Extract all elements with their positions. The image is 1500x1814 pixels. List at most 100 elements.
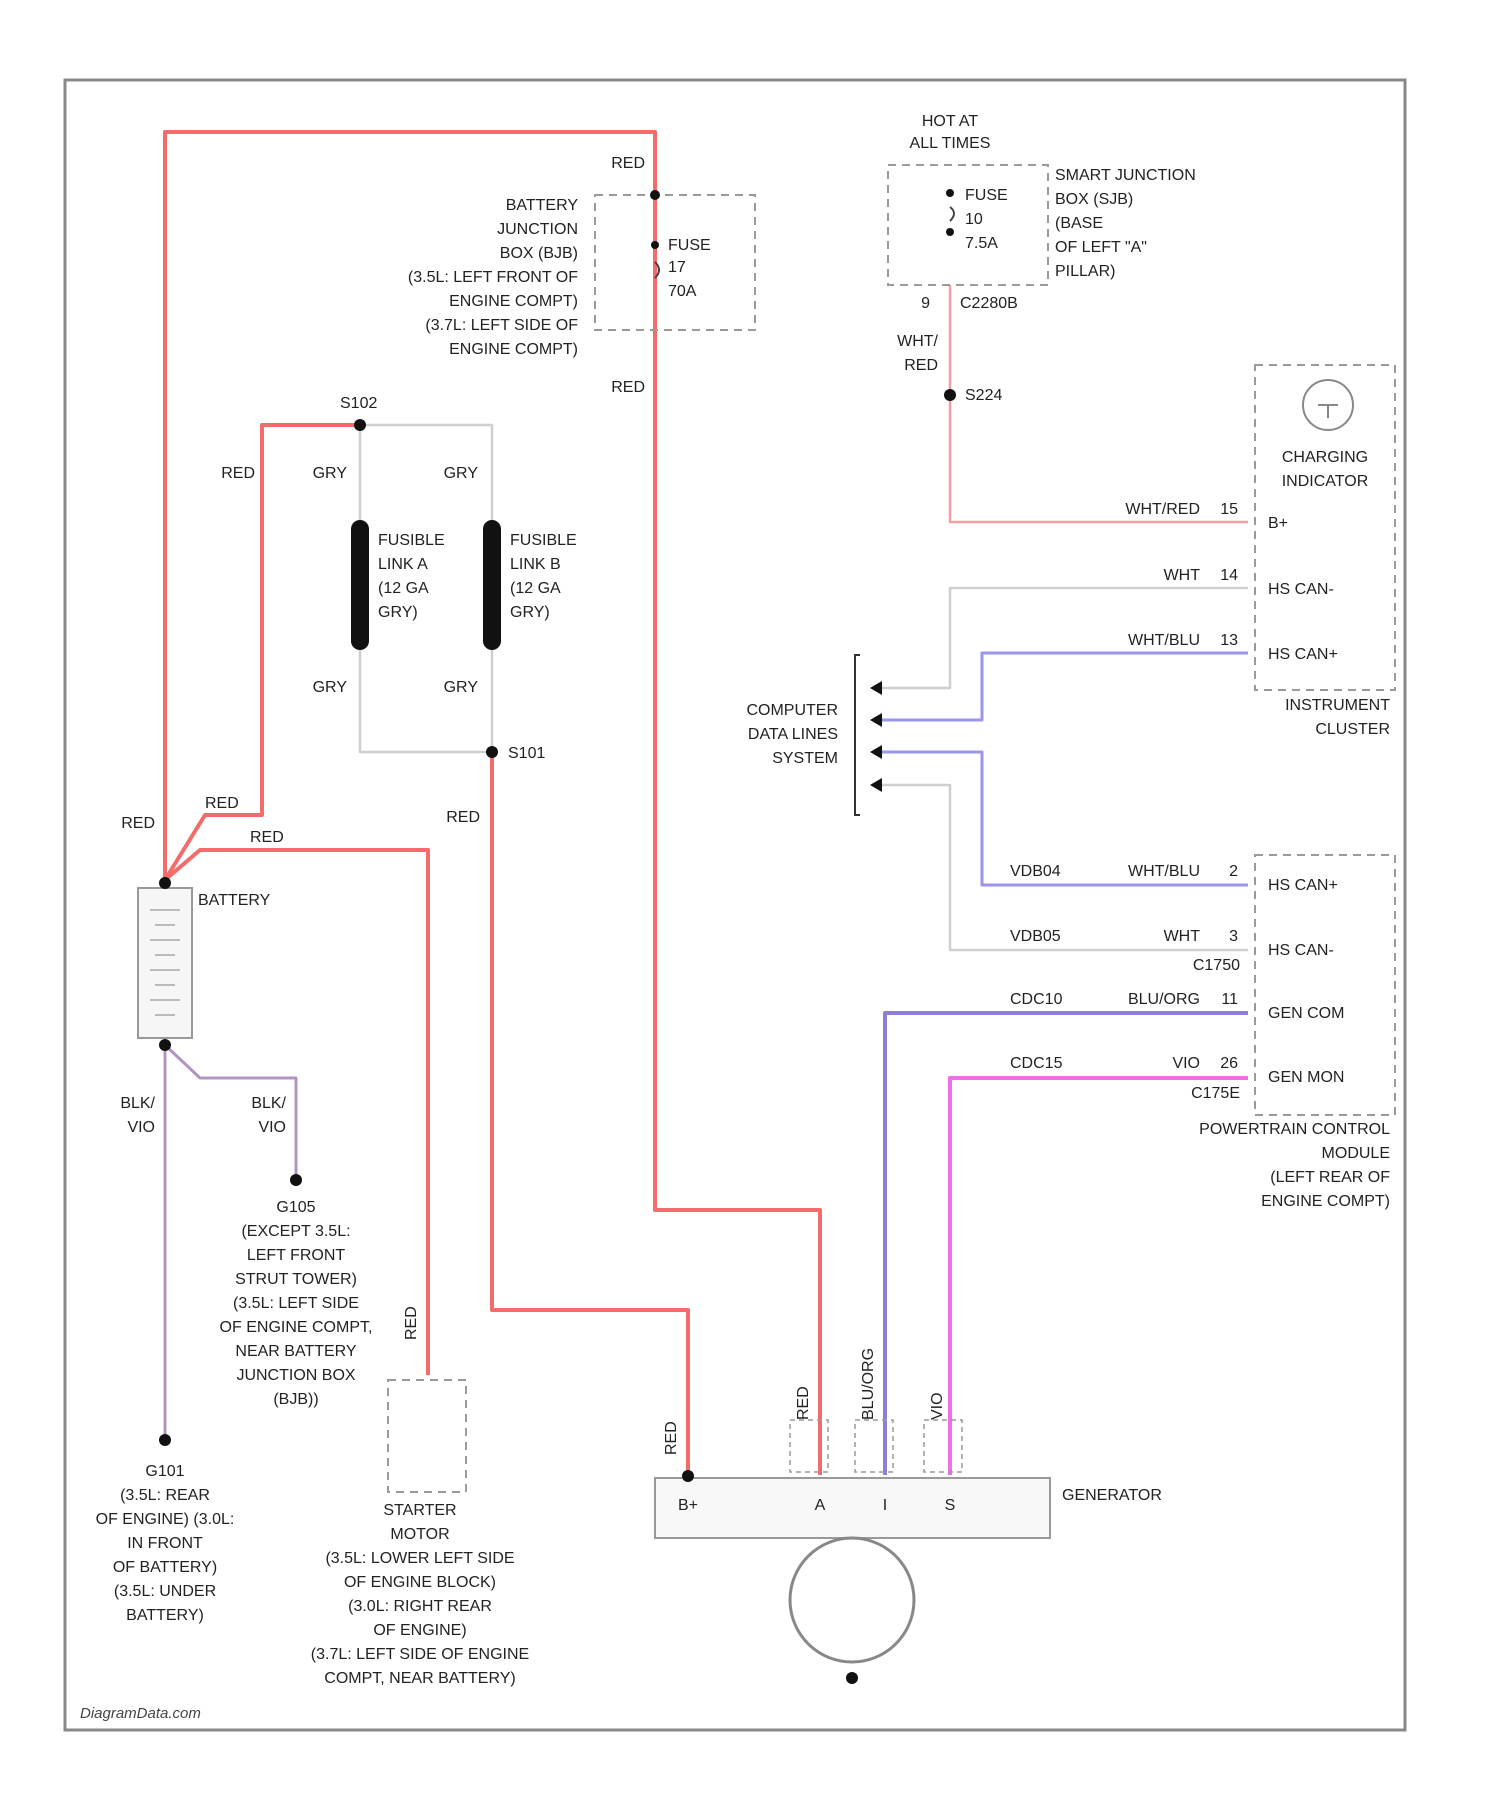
bjb-label-line-5: ENGINE COMPT) (449, 293, 578, 310)
fuse-10-label-3: 7.5A (965, 235, 998, 252)
pcm-pin4-name: GEN MON (1268, 1069, 1344, 1086)
wire-red-s102 (165, 425, 360, 880)
fusible-link-a-icon (351, 520, 369, 650)
wire-gry-label-a-top: GRY (313, 465, 348, 482)
pcm-pin1-num: 2 (1229, 863, 1238, 880)
sjb-label-line-4: OF LEFT "A" (1055, 239, 1147, 256)
cluster-pin3-num: 13 (1220, 632, 1238, 649)
pcm-pin4-num: 26 (1220, 1055, 1238, 1072)
fuse-10-label-1: FUSE (965, 187, 1008, 204)
wire-red-batt-label-2: RED (205, 795, 239, 812)
pcm-pin2-name: HS CAN- (1268, 942, 1334, 959)
charging-indicator-label-2: INDICATOR (1282, 473, 1369, 490)
pcm-label-3: (LEFT REAR OF (1270, 1169, 1390, 1186)
splice-s102-label: S102 (340, 395, 377, 412)
pcm-pin2-circuit: VDB05 (1010, 928, 1061, 945)
sjb-label-line-2: BOX (SJB) (1055, 191, 1133, 208)
gen-terminal-s: S (945, 1497, 956, 1514)
generator-connector-i (855, 1420, 893, 1472)
g101-label-5: OF BATTERY) (113, 1559, 217, 1576)
splice-s101-label: S101 (508, 745, 545, 762)
computer-data-lines-bracket (855, 655, 860, 815)
starter-label-2: MOTOR (390, 1526, 449, 1543)
battery-positive-terminal (159, 877, 171, 889)
g101-label-7: BATTERY) (126, 1607, 204, 1624)
generator-connector-s (924, 1420, 962, 1472)
wire-gry-label-b-top: GRY (444, 465, 479, 482)
pcm-pin4-wire: VIO (1172, 1055, 1200, 1072)
g101-label-1: G101 (145, 1463, 184, 1480)
starter-label-4: OF ENGINE BLOCK) (344, 1574, 496, 1591)
bjb-label-line-1: BATTERY (506, 197, 579, 214)
bjb-label-line-2: JUNCTION (497, 221, 578, 238)
ground-g105-dot (290, 1174, 302, 1186)
pcm-pin1-name: HS CAN+ (1268, 877, 1338, 894)
fusible-link-a-label-1: FUSIBLE (378, 532, 445, 549)
wire-red-batt-label-3: RED (250, 829, 284, 846)
hot-at-all-times-line-2: ALL TIMES (910, 135, 991, 152)
ground-g101-dot (159, 1434, 171, 1446)
fuse-10-terminal-top (946, 189, 954, 197)
generator-ground-dot (846, 1672, 858, 1684)
wire-blkvio-g105 (165, 1045, 296, 1180)
pcm-pin3-wire: BLU/ORG (1128, 991, 1200, 1008)
computer-data-lines-label-3: SYSTEM (772, 750, 838, 767)
g101-label-6: (3.5L: UNDER (114, 1583, 216, 1600)
generator-connector-block (655, 1478, 1050, 1538)
charging-indicator-label-1: CHARGING (1282, 449, 1368, 466)
g101-label-4: IN FRONT (127, 1535, 203, 1552)
sjb-label-line-1: SMART JUNCTION (1055, 167, 1196, 184)
cluster-pin1-wire: WHT/RED (1125, 501, 1200, 518)
wire-red-s102-label: RED (221, 465, 255, 482)
fuse-17-label-2: 17 (668, 259, 686, 276)
instrument-cluster-label-1: INSTRUMENT (1285, 697, 1390, 714)
fusible-link-a-label-2: LINK A (378, 556, 428, 573)
pcm-pin2-num: 3 (1229, 928, 1238, 945)
wire-gry-label-b-bottom: GRY (444, 679, 479, 696)
bjb-label-line-3: BOX (BJB) (500, 245, 578, 262)
computer-data-lines-label-2: DATA LINES (748, 726, 838, 743)
cluster-pin2-wire: WHT (1164, 567, 1201, 584)
computer-data-lines-label-1: COMPUTER (746, 702, 838, 719)
pcm-pin1-wire: WHT/BLU (1128, 863, 1200, 880)
pcm-pin3-name: GEN COM (1268, 1005, 1344, 1022)
wire-red-batt-label-1: RED (121, 815, 155, 832)
starter-label-6: OF ENGINE) (373, 1622, 466, 1639)
battery-negative-terminal (159, 1039, 171, 1051)
g105-label-3: LEFT FRONT (247, 1247, 346, 1264)
hot-at-all-times-line-1: HOT AT (922, 113, 979, 130)
fuse-17-label-3: 70A (668, 283, 697, 300)
generator-bplus-dot (682, 1470, 694, 1482)
starter-label-1: STARTER (383, 1502, 456, 1519)
gen-terminal-a: A (815, 1497, 826, 1514)
bjb-label-line-4: (3.5L: LEFT FRONT OF (408, 269, 578, 286)
c2280b-name: C2280B (960, 295, 1018, 312)
fuse-10-symbol (950, 207, 954, 221)
data-line-arrow-2 (870, 713, 882, 727)
bjb-label-line-6: (3.7L: LEFT SIDE OF (425, 317, 578, 334)
fuse-17-label-1: FUSE (668, 237, 711, 254)
instrument-cluster-label-2: CLUSTER (1315, 721, 1390, 738)
sjb-label-line-5: PILLAR) (1055, 263, 1115, 280)
gen-terminal-i: I (883, 1497, 887, 1514)
g105-label-8: JUNCTION BOX (236, 1367, 355, 1384)
wire-gry-label-a-bottom: GRY (313, 679, 348, 696)
gen-wire-label-bplus: RED (663, 1421, 680, 1455)
fusible-link-b-label-1: FUSIBLE (510, 532, 577, 549)
generator-icon (790, 1538, 914, 1662)
g101-label-3: OF ENGINE) (3.0L: (96, 1511, 235, 1528)
fuse-17-terminal (651, 241, 659, 249)
splice-s224-label: S224 (965, 387, 1002, 404)
wire-whtblu-cluster (880, 653, 1248, 720)
splice-s102-dot (354, 419, 366, 431)
pcm-pin3-circuit: CDC10 (1010, 991, 1063, 1008)
data-line-arrow-3 (870, 745, 882, 759)
wire-whtred-label-2: RED (904, 357, 938, 374)
watermark: DiagramData.com (80, 1705, 201, 1722)
fusible-link-a-label-4: GRY) (378, 604, 418, 621)
cluster-pin1-name: B+ (1268, 515, 1288, 532)
fusible-link-b-label-2: LINK B (510, 556, 561, 573)
wire-blkvio-label-2b: VIO (258, 1119, 286, 1136)
pcm-label-2: MODULE (1322, 1145, 1390, 1162)
